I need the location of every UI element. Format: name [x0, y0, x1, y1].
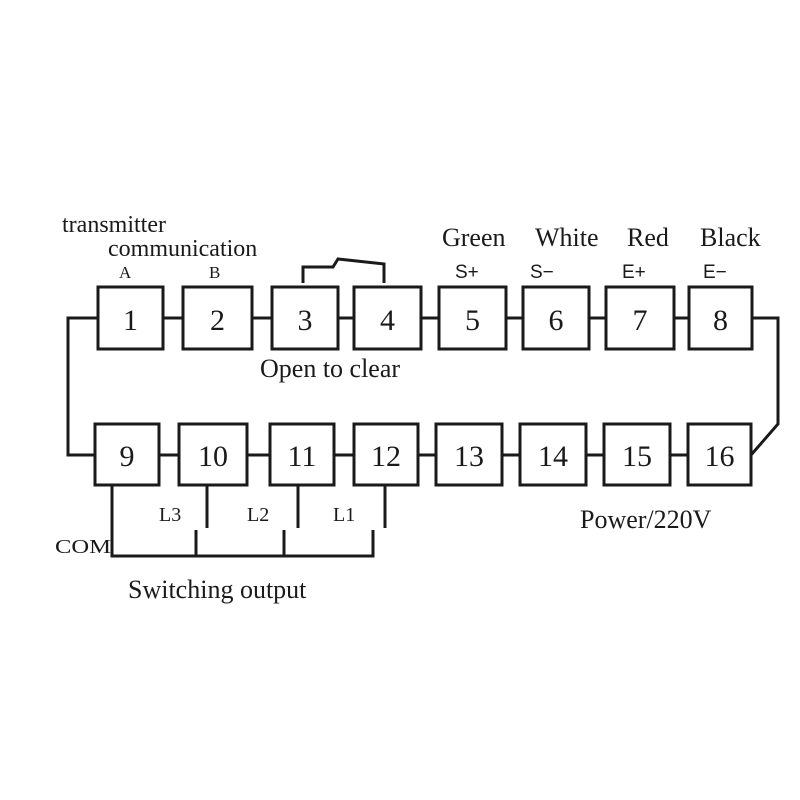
signal-s-minus: S−	[530, 262, 554, 283]
terminal-16-number: 16	[705, 440, 735, 473]
terminal-6[interactable]: 6	[521, 285, 591, 351]
pin-b-label: B	[209, 263, 220, 282]
terminal-7[interactable]: 7	[604, 285, 676, 351]
terminal-9[interactable]: 9	[93, 422, 161, 487]
terminal-13[interactable]: 13	[434, 422, 504, 487]
switching-output-label: Switching output	[128, 575, 307, 604]
terminal-16[interactable]: 16	[686, 422, 753, 487]
terminal-15-number: 15	[622, 440, 652, 473]
switching-output-wiring	[110, 485, 387, 558]
pin-a-label: A	[119, 263, 132, 282]
top-terminal-row: 1 2 3 4 5 6 7 8	[96, 285, 754, 351]
terminal-11[interactable]: 11	[268, 422, 336, 487]
terminal-5-number: 5	[465, 304, 480, 337]
left-loop-wire	[66, 316, 98, 457]
bottom-terminal-row: 9 10 11 12 13 14 15 16	[93, 422, 753, 487]
terminal-8[interactable]: 8	[687, 285, 754, 351]
relay-l2-label: L2	[247, 504, 269, 526]
terminal-14[interactable]: 14	[518, 422, 588, 487]
terminal-4-number: 4	[380, 304, 395, 337]
terminal-12[interactable]: 12	[352, 422, 420, 487]
communication-label: communication	[108, 236, 257, 262]
terminal-10-number: 10	[198, 440, 228, 473]
terminal-12-number: 12	[371, 440, 401, 473]
transmitter-label: transmitter	[62, 212, 166, 238]
terminal-2[interactable]: 2	[181, 285, 254, 351]
terminal-15[interactable]: 15	[602, 422, 672, 487]
terminal-3-number: 3	[298, 304, 313, 337]
terminal-4[interactable]: 4	[352, 285, 423, 351]
wire-color-green: Green	[442, 223, 506, 252]
terminal-2-number: 2	[210, 304, 225, 337]
signal-s-plus: S+	[455, 262, 479, 283]
relay-l1-label: L1	[333, 504, 355, 526]
terminal-11-number: 11	[288, 440, 317, 473]
terminal-7-number: 7	[633, 304, 648, 337]
signal-e-minus: E−	[703, 262, 727, 283]
open-to-clear-label: Open to clear	[260, 354, 400, 383]
clear-jumper-wire	[301, 257, 386, 283]
terminal-13-number: 13	[454, 440, 484, 473]
terminal-14-number: 14	[538, 440, 568, 473]
power-label: Power/220V	[580, 505, 712, 534]
signal-e-plus: E+	[622, 262, 646, 283]
right-loop-wire	[749, 316, 780, 456]
wire-color-red: Red	[627, 223, 669, 252]
terminal-1-number: 1	[123, 304, 138, 337]
terminal-5[interactable]: 5	[437, 285, 508, 351]
terminal-6-number: 6	[549, 304, 564, 337]
wire-color-black: Black	[700, 223, 761, 252]
com-label: COM	[55, 536, 111, 558]
terminal-3[interactable]: 3	[270, 285, 340, 351]
relay-l3-label: L3	[159, 504, 181, 526]
terminal-9-number: 9	[120, 440, 135, 473]
wire-color-white: White	[535, 223, 599, 252]
terminal-10[interactable]: 10	[177, 422, 249, 487]
terminal-1[interactable]: 1	[96, 285, 165, 351]
terminal-8-number: 8	[713, 304, 728, 337]
